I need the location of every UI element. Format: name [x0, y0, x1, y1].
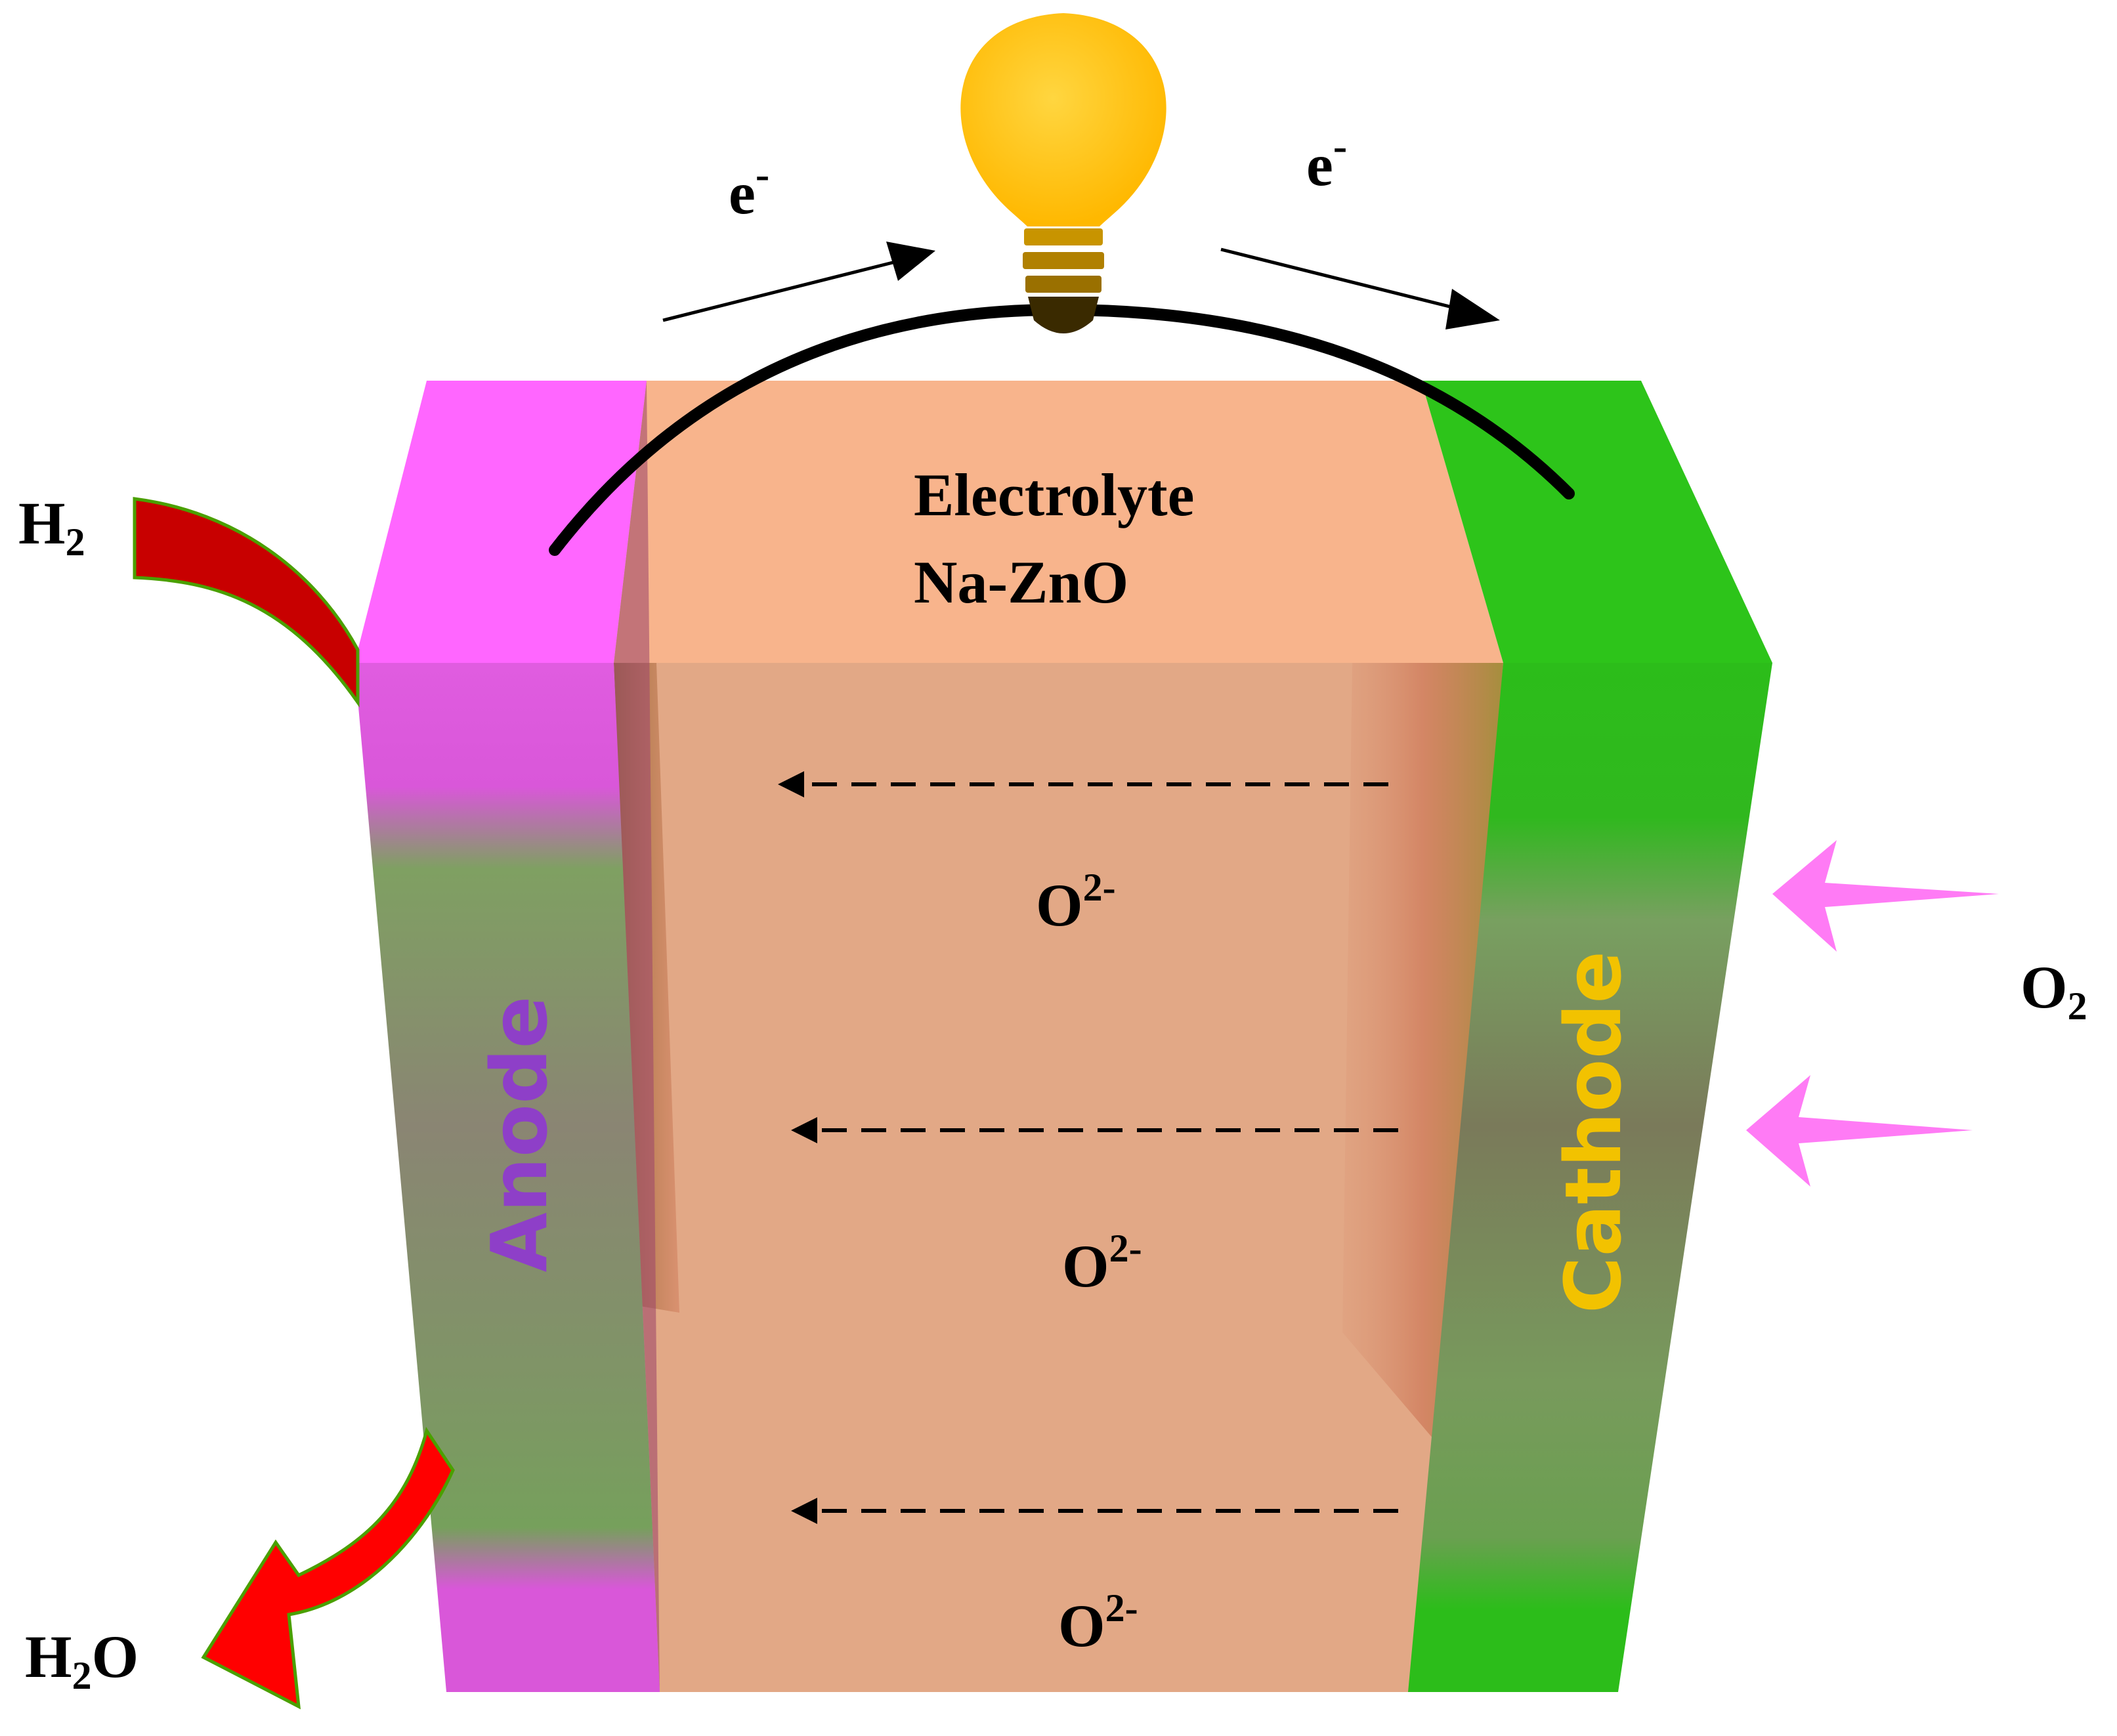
- oxide-ion-label-2: O2-: [1062, 1227, 1142, 1300]
- water-label: H2O: [25, 1623, 139, 1697]
- oxide-ion-label-3: O2-: [1058, 1586, 1138, 1659]
- electron-label-left: e-: [729, 151, 769, 226]
- anode-label: Anode: [474, 996, 565, 1273]
- oxide-ion-arrow-3: [791, 1498, 1398, 1524]
- water-outflow-arrow: [201, 1427, 455, 1710]
- oxygen-label: O2: [2021, 954, 2087, 1028]
- electron-label-right: e-: [1306, 123, 1347, 198]
- oxygen-inflow-arrow-1: [1772, 840, 1999, 952]
- hydrogen-inflow-arrow: [133, 497, 360, 708]
- cathode-block: [1408, 381, 1772, 1692]
- electrolyte-block: [614, 381, 1503, 1692]
- oxide-ion-arrow-1: [778, 771, 1388, 797]
- hydrogen-label: H2: [18, 490, 85, 564]
- lightbulb-icon: [960, 13, 1166, 333]
- electrolyte-title: Electrolyte: [914, 461, 1194, 528]
- electron-flow-arrow-left: [662, 242, 935, 322]
- oxide-ion-arrow-2: [791, 1117, 1398, 1143]
- oxide-ion-label-1: O2-: [1036, 866, 1116, 939]
- electron-flow-arrow-right: [1220, 247, 1500, 329]
- electrolyte-material: Na-ZnO: [914, 549, 1128, 616]
- oxygen-inflow-arrow-2: [1746, 1075, 1973, 1187]
- cathode-label: Cathode: [1548, 951, 1638, 1313]
